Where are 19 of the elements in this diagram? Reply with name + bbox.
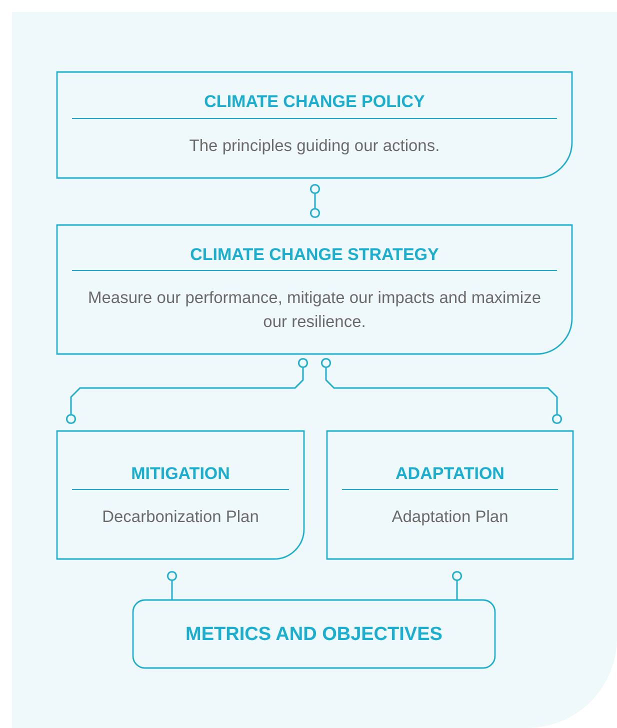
process-box [57,225,572,354]
process-box [57,72,572,178]
connector-line [320,358,562,424]
connector-line [310,184,320,218]
connector-line [452,570,462,600]
process-box [57,431,304,559]
box-heading: MITIGATION [130,464,231,484]
connector-line [166,570,178,600]
box-description: Decarbonization Plan [101,507,260,528]
box-description: Adaptation Plan [390,507,510,528]
connector-line [66,358,308,424]
box-heading: ADAPTATION [394,464,506,484]
process-box [327,431,573,559]
box-heading: CLIMATE CHANGE STRATEGY [189,245,440,265]
process-box [133,600,495,668]
box-description: Measure our performance, mitigate our impacts and maximize our resilience. [86,288,542,333]
box-heading: CLIMATE CHANGE POLICY [203,92,426,112]
box-description: The principles guiding our actions. [188,136,441,157]
box-heading: METRICS AND OBJECTIVES [184,624,444,646]
